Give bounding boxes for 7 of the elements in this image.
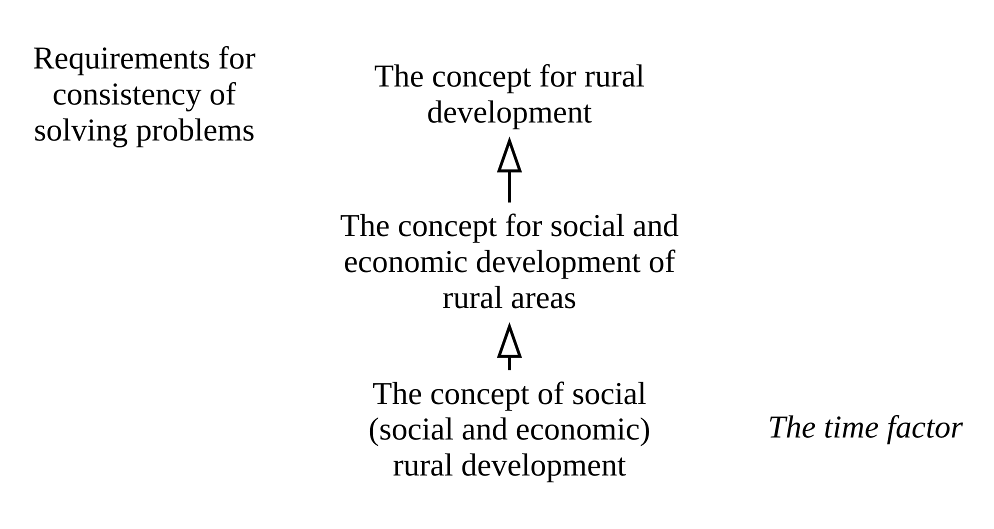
node-text: The concept of social (social and economic) rural development (368, 376, 650, 483)
arrow (496, 136, 522, 202)
node-text: The concept for social and economic development of rural areas (340, 208, 679, 316)
arrow (496, 322, 522, 370)
label: Requirements for consistency of solving problems (32, 40, 256, 148)
label: The time factor (768, 410, 963, 445)
node-text: The concept for rural development (374, 58, 645, 130)
